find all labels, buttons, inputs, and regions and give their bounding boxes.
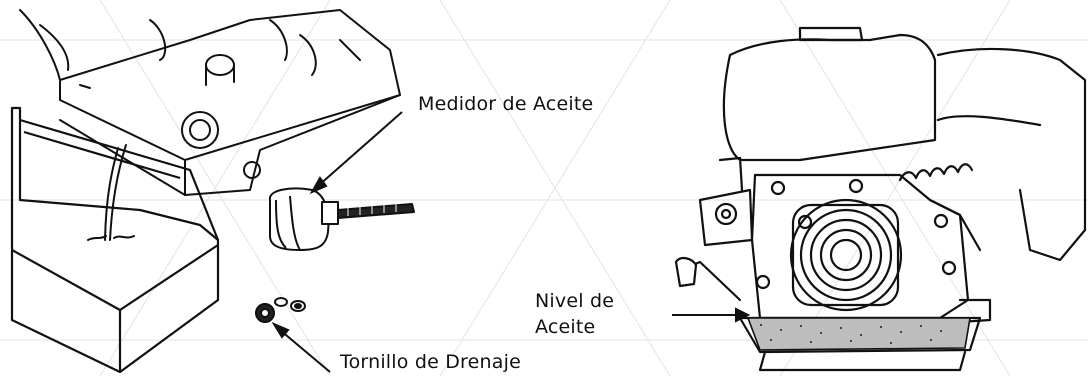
dipstick-label: Medidor de Aceite bbox=[418, 93, 594, 115]
oil-pan-drawing bbox=[10, 106, 220, 374]
leader-arrows bbox=[271, 111, 751, 373]
engine-crankcase-drawing bbox=[19, 9, 401, 196]
dipstick-drawing bbox=[268, 187, 415, 251]
engine-side-view-drawing bbox=[674, 26, 1087, 372]
oil-level-fill bbox=[746, 317, 971, 351]
oil-level-label-line1: Nivel de bbox=[535, 290, 615, 312]
drain-screw-drawing bbox=[255, 297, 306, 323]
oil-level-label-line2: Aceite bbox=[535, 316, 596, 338]
drain-screw-label: Tornillo de Drenaje bbox=[340, 351, 521, 373]
oil-stream-drawing bbox=[87, 144, 135, 241]
